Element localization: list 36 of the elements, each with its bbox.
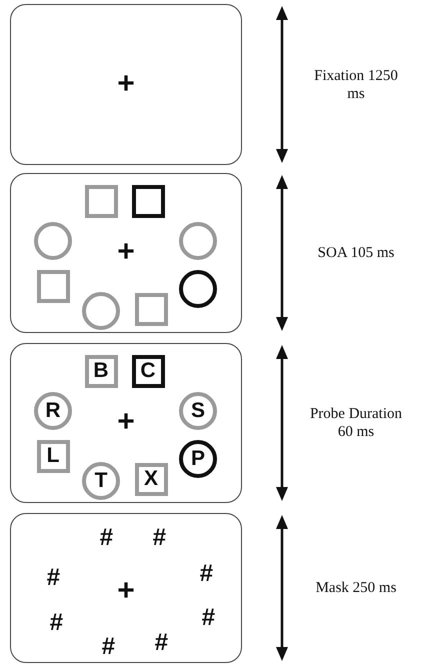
mask-symbol: # — [99, 526, 113, 550]
fixation-cross: + — [117, 407, 135, 437]
circle-outline — [179, 222, 217, 260]
duration-label: SOA 105 ms — [316, 244, 396, 262]
duration-label: Mask 250 ms — [314, 579, 398, 597]
square-outline — [132, 184, 164, 218]
letter-square: X — [134, 462, 168, 496]
mask-symbol: # — [152, 526, 166, 550]
mask-symbol: # — [154, 631, 168, 655]
mask-symbol: # — [49, 611, 63, 635]
letter-square: C — [132, 354, 164, 388]
letter-square: L — [36, 440, 70, 472]
duration-label: Probe Duration 60 ms — [308, 405, 404, 441]
mask-symbol: # — [199, 562, 213, 586]
letter-square: B — [84, 354, 118, 388]
stimulus-screen — [10, 173, 242, 333]
circle-outline — [82, 292, 120, 330]
fixation-cross: + — [117, 68, 135, 98]
fixation-cross: + — [117, 576, 135, 606]
circle-outline — [34, 222, 72, 260]
mask-symbol: # — [46, 566, 60, 590]
mask-symbol: # — [101, 635, 115, 659]
duration-label: Fixation 1250 ms — [313, 66, 399, 102]
square-outline — [134, 292, 168, 326]
letter-circle: T — [82, 462, 120, 500]
stimulus-screen — [10, 513, 242, 663]
square-outline — [84, 184, 118, 218]
letter-circle: S — [179, 392, 217, 430]
mask-symbol: # — [201, 606, 215, 630]
letter-circle: P — [179, 440, 217, 478]
fixation-cross: + — [117, 237, 135, 267]
stimulus-screen — [10, 4, 242, 165]
square-outline — [36, 270, 70, 302]
circle-outline — [179, 270, 217, 308]
letter-circle: R — [34, 392, 72, 430]
stimulus-screen — [10, 343, 242, 503]
